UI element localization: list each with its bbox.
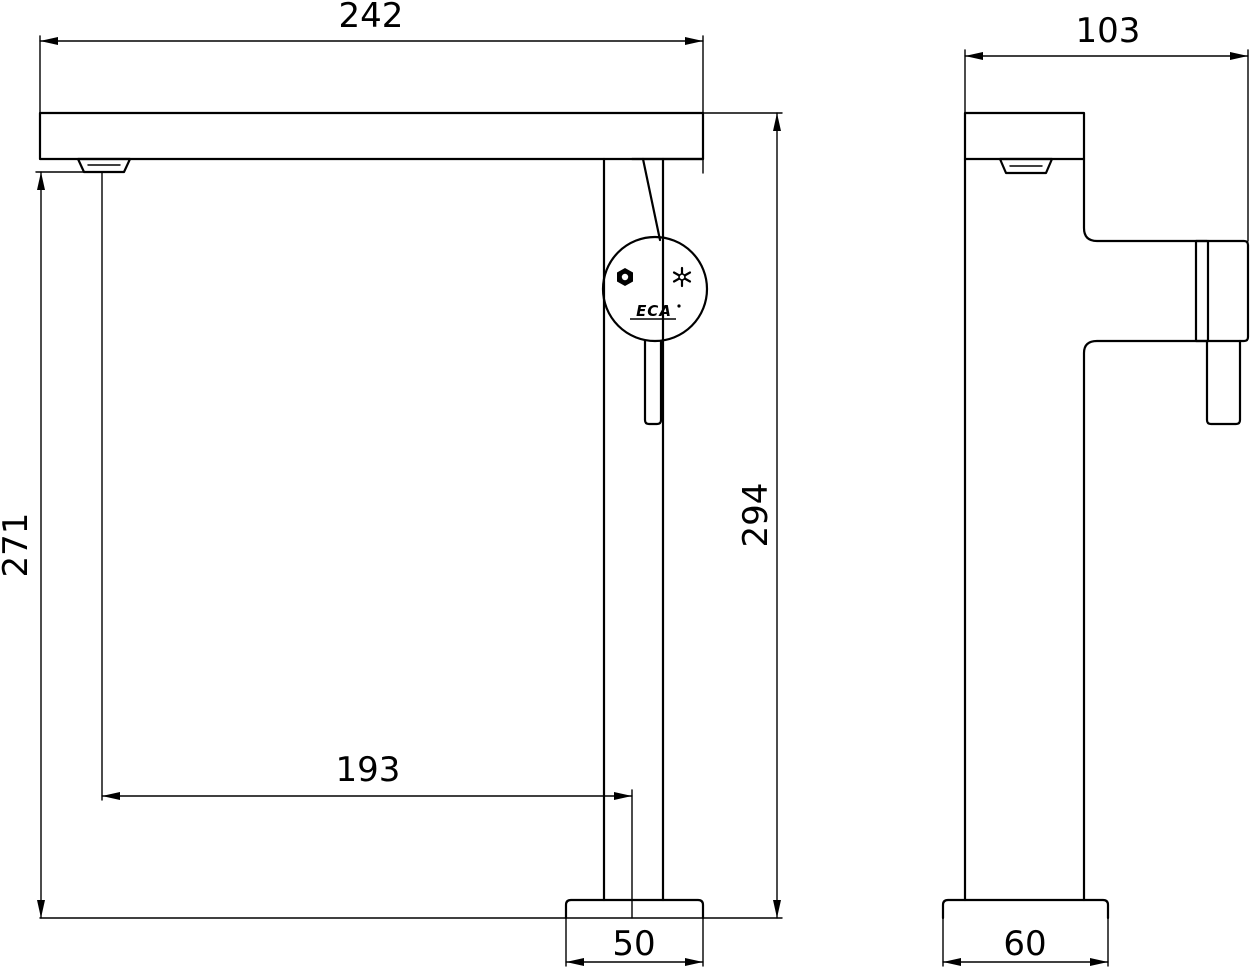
- dim-outlet-height: 271: [0, 513, 36, 578]
- front-base: [564, 898, 705, 920]
- side-cap: [1206, 239, 1250, 343]
- handle: [643, 339, 663, 426]
- spout-body: [38, 111, 705, 161]
- side-body-profile-top: [963, 111, 1209, 902]
- svg-text:ECA: ECA: [636, 302, 672, 320]
- dim-front-width: 242: [339, 0, 404, 36]
- side-aerator: [998, 157, 1054, 175]
- lever-arm: [641, 157, 662, 242]
- side-handle: [1205, 339, 1242, 426]
- side-cap-ring: [1194, 239, 1210, 343]
- side-body-profile-bottom: [1082, 339, 1209, 902]
- cartridge-disc: [601, 235, 709, 343]
- hexagon-icon: [617, 268, 633, 286]
- side-base: [941, 898, 1110, 920]
- side-view: [941, 111, 1250, 920]
- dim-side-base: 60: [1003, 924, 1046, 964]
- dim-front-base: 50: [612, 924, 655, 964]
- snowflake-icon: [672, 266, 692, 288]
- dim-total-height: 294: [736, 483, 776, 548]
- aerator: [76, 157, 132, 174]
- front-view: ECA: [38, 111, 709, 920]
- dim-spout-reach: 193: [336, 750, 401, 790]
- brand-logo: ECA: [630, 302, 681, 320]
- dim-side-width: 103: [1076, 11, 1141, 51]
